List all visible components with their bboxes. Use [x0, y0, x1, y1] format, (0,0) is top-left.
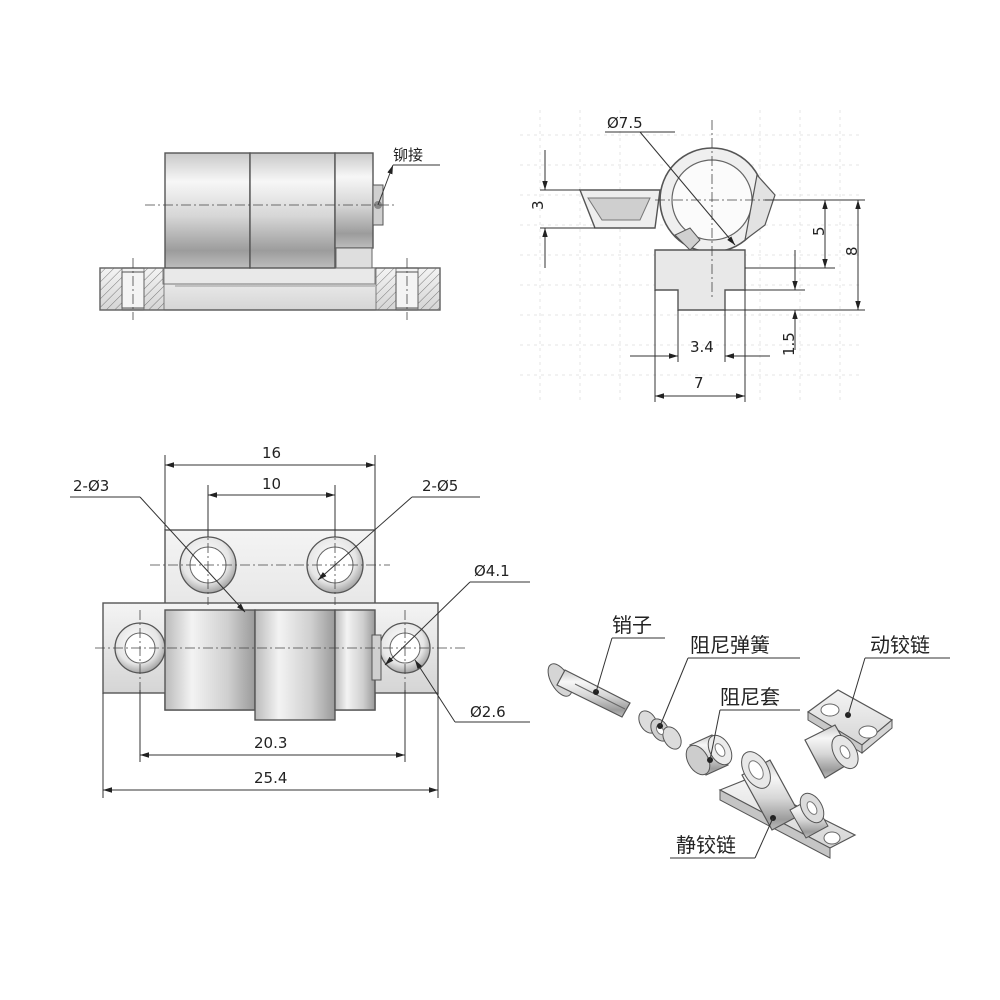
moving-hinge-part	[804, 689, 894, 779]
label-static-hinge: 静铰链	[676, 833, 736, 857]
top-view: 16 10 2-Ø3 2-Ø5 Ø4.1 Ø2.6 20.3 25.4	[70, 444, 530, 798]
spring-part	[638, 710, 682, 750]
top-dim-16: 16	[262, 444, 281, 462]
front-knuckle-left	[164, 152, 251, 269]
side-dim-1-5: 1.5	[780, 332, 798, 356]
front-knuckle-right	[334, 152, 374, 249]
side-dim-3-4: 3.4	[690, 338, 714, 356]
top-hole-right-label: 2-Ø5	[422, 477, 458, 495]
side-dim-7: 7	[694, 374, 704, 392]
top-knuckle-right	[334, 609, 376, 711]
static-hinge-part	[718, 751, 857, 859]
top-dim-20-3: 20.3	[254, 734, 287, 752]
exploded-view: 销子 阻尼弹簧 动铰链 阻尼套 静铰链	[547, 613, 950, 859]
front-view: 铆接	[99, 146, 441, 320]
side-dim-8: 8	[843, 246, 861, 256]
top-diameter-outer: Ø4.1	[474, 562, 510, 580]
label-moving-hinge: 动铰链	[870, 633, 930, 657]
front-hole-left-section	[99, 267, 123, 311]
label-pin: 销子	[612, 613, 652, 637]
front-plate-step	[162, 267, 376, 285]
front-knuckle-mid	[249, 152, 336, 269]
label-damping-spring: 阻尼弹簧	[690, 633, 770, 657]
side-base	[654, 249, 746, 311]
side-diameter-label: Ø7.5	[607, 114, 643, 132]
side-view: Ø7.5 3 5 8 1.5 3.4 7	[520, 110, 865, 402]
top-knuckle-mid	[254, 609, 336, 721]
sleeve-part	[685, 734, 733, 776]
side-dim-5: 5	[810, 226, 828, 236]
side-dim-3: 3	[529, 200, 547, 210]
front-hole-right-section	[375, 267, 397, 311]
top-dim-10: 10	[262, 475, 281, 493]
top-hole-left-label: 2-Ø3	[73, 477, 109, 495]
label-damping-sleeve: 阻尼套	[720, 685, 780, 709]
top-knuckle-left	[164, 609, 256, 711]
top-dim-25-4: 25.4	[254, 769, 287, 787]
rivet-label: 铆接	[393, 146, 423, 164]
top-diameter-inner: Ø2.6	[470, 703, 506, 721]
pin-part	[547, 663, 631, 718]
